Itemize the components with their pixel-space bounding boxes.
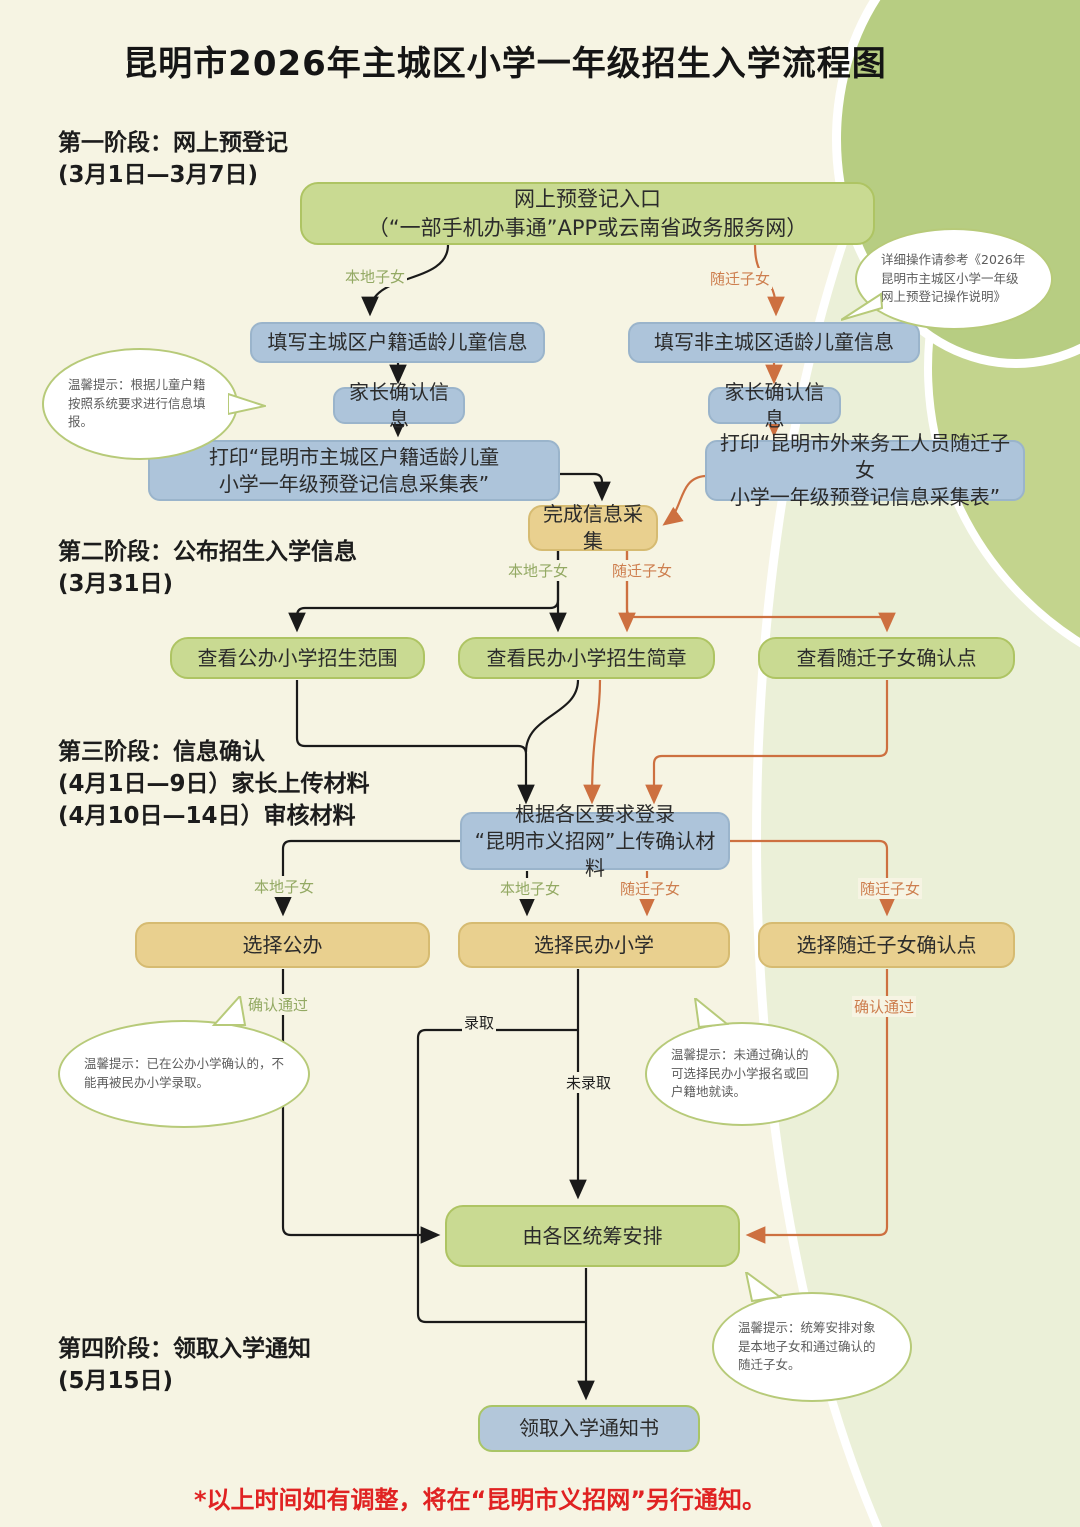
tip-bubble-overall: 温馨提示：统筹安排对象是本地子女和通过确认的随迁子女。 — [712, 1272, 912, 1402]
tip-fill-text: 温馨提示：根据儿童户籍按照系统要求进行信息填报。 — [68, 376, 206, 430]
stage-1-line1: 第一阶段：网上预登记 — [58, 130, 288, 156]
stage-4-line2: (5月15日) — [58, 1368, 174, 1395]
bubble-tail — [841, 292, 883, 321]
node-view-private: 查看民办小学招生简章 — [458, 637, 715, 679]
stage-2-line2: (3月31日) — [58, 571, 174, 598]
bubble-tail — [744, 1272, 782, 1302]
stage-4-line1: 第四阶段：领取入学通知 — [58, 1336, 311, 1362]
node-login-line1: 根据各区要求登录 — [515, 801, 675, 826]
tip-not-pass-text: 温馨提示：未通过确认的可选择民办小学报名或回户籍地就读。 — [671, 1046, 809, 1100]
edge-label-login-local-left: 本地子女 — [252, 876, 317, 897]
edge-label-public-pass: 确认通过 — [246, 994, 311, 1015]
bubble-tail — [693, 998, 729, 1028]
node-choose-private: 选择民办小学 — [458, 922, 730, 968]
node-choose-checkpoint: 选择随迁子女确认点 — [758, 922, 1015, 968]
tip-overall-text: 温馨提示：统筹安排对象是本地子女和通过确认的随迁子女。 — [738, 1319, 876, 1373]
node-confirm-left: 家长确认信息 — [333, 380, 465, 431]
node-print-local-line2: 小学一年级预登记信息采集表” — [218, 471, 490, 496]
edge-label-complete-local: 本地子女 — [506, 560, 571, 581]
page-title: 昆明市2026年主城区小学一年级招生入学流程图 — [123, 44, 887, 84]
node-print-migrant-line1: 打印“昆明市外来务工人员随迁子女 — [719, 431, 1011, 482]
node-fill-migrant: 填写非主城区适龄儿童信息 — [628, 322, 920, 363]
node-notice: 领取入学通知书 — [478, 1405, 700, 1452]
edge-label-admitted: 录取 — [462, 1012, 497, 1033]
footnote: *以上时间如有调整，将在“昆明市义招网”另行通知。 — [193, 1486, 767, 1514]
node-view-public: 查看公办小学招生范围 — [170, 637, 425, 679]
edge-label-login-migrant-right: 随迁子女 — [858, 878, 923, 899]
node-login: 根据各区要求登录 “昆明市义招网”上传确认材料 — [460, 802, 730, 880]
edge-label-login-local-mid: 本地子女 — [498, 878, 563, 899]
stage-3-line2: (4月1日—9日）家长上传材料 — [58, 771, 370, 798]
node-overall: 由各区统筹安排 — [445, 1205, 740, 1267]
stage-2-label: 第二阶段：公布招生入学信息 (3月31日) — [58, 536, 357, 600]
node-login-line2: “昆明市义招网”上传确认材料 — [474, 828, 716, 880]
tip-bubble-fill: 温馨提示：根据儿童户籍按照系统要求进行信息填报。 — [42, 348, 266, 460]
node-print-local: 打印“昆明市主城区户籍适龄儿童 小学一年级预登记信息采集表” — [148, 440, 560, 501]
node-complete: 完成信息采集 — [528, 502, 658, 553]
bubble-tail — [211, 996, 247, 1026]
tip-manual-text: 详细操作请参考《2026年昆明市主城区小学一年级网上预登记操作说明》 — [881, 251, 1026, 305]
stage-1-label: 第一阶段：网上预登记 (3月1日—3月7日) — [58, 127, 288, 191]
tip-bubble-public-lock: 温馨提示：已在公办小学确认的，不能再被民办小学录取。 — [58, 996, 310, 1128]
stage-3-line3: (4月10日—14日）审核材料 — [58, 803, 356, 830]
node-confirm-right: 家长确认信息 — [708, 380, 841, 431]
stage-4-label: 第四阶段：领取入学通知 (5月15日) — [58, 1333, 311, 1397]
node-choose-public: 选择公办 — [135, 922, 430, 968]
stage-2-line1: 第二阶段：公布招生入学信息 — [58, 539, 357, 565]
edge-label-entry-local: 本地子女 — [343, 266, 408, 287]
node-print-local-line1: 打印“昆明市主城区户籍适龄儿童 — [208, 444, 500, 469]
node-entry: 网上预登记入口 （“一部手机办事通”APP或云南省政务服务网） — [300, 182, 875, 245]
bubble-tail — [228, 392, 266, 416]
node-entry-line1: 网上预登记入口 — [513, 187, 661, 212]
stage-1-line2: (3月1日—3月7日) — [58, 162, 259, 189]
edge-label-login-migrant-mid: 随迁子女 — [618, 878, 683, 899]
edge-label-entry-migrant: 随迁子女 — [708, 268, 773, 289]
edge-label-not-admitted: 未录取 — [564, 1072, 614, 1093]
node-entry-line2: （“一部手机办事通”APP或云南省政务服务网） — [367, 215, 808, 240]
tip-public-lock-text: 温馨提示：已在公办小学确认的，不能再被民办小学录取。 — [84, 1056, 285, 1090]
node-view-checkpoint: 查看随迁子女确认点 — [758, 637, 1015, 679]
edge-label-complete-migrant: 随迁子女 — [610, 560, 675, 581]
edge-label-checkpoint-pass: 确认通过 — [852, 996, 917, 1017]
node-fill-local: 填写主城区户籍适龄儿童信息 — [250, 322, 545, 363]
stage-3-label: 第三阶段：信息确认 (4月1日—9日）家长上传材料 (4月10日—14日）审核材… — [58, 736, 370, 833]
node-print-migrant: 打印“昆明市外来务工人员随迁子女 小学一年级预登记信息采集表” — [705, 431, 1025, 509]
node-print-migrant-line2: 小学一年级预登记信息采集表” — [729, 485, 1001, 509]
stage-3-line1: 第三阶段：信息确认 — [58, 739, 265, 765]
tip-bubble-not-pass: 温馨提示：未通过确认的可选择民办小学报名或回户籍地就读。 — [645, 998, 839, 1126]
tip-bubble-manual: 详细操作请参考《2026年昆明市主城区小学一年级网上预登记操作说明》 — [841, 228, 1053, 330]
